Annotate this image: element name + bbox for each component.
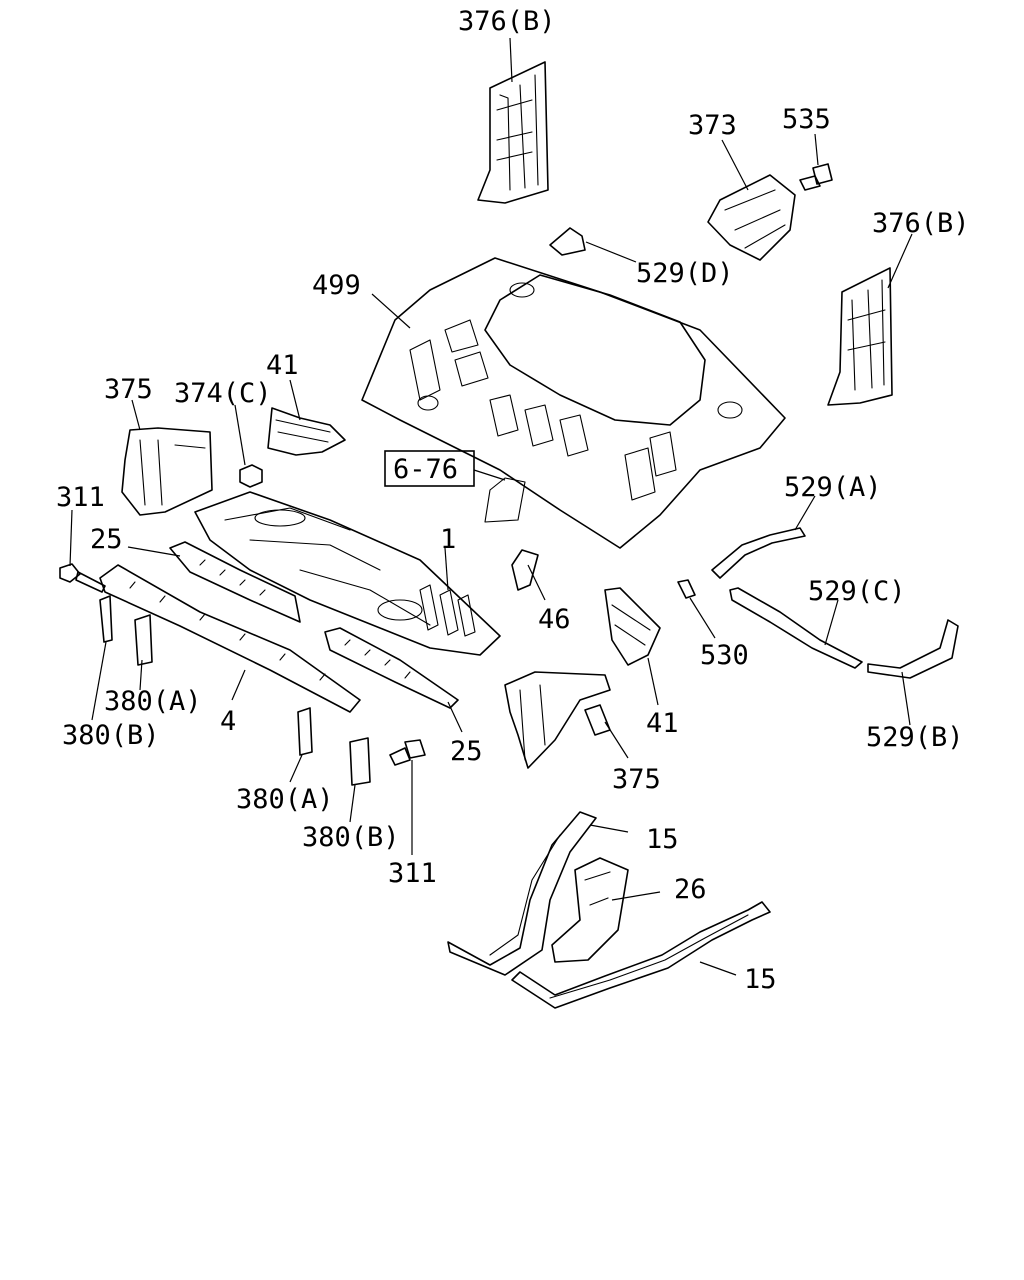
part-529d-clip xyxy=(549,227,586,256)
part-15-lower-frame-rail xyxy=(511,901,771,1009)
part-380b-mid-bracket xyxy=(349,737,371,786)
callout-15-top: 15 xyxy=(646,824,679,855)
part-529b-strip xyxy=(867,619,959,679)
callout-376b-top: 376(B) xyxy=(458,6,556,37)
callout-374c: 374(C) xyxy=(174,378,272,409)
reference-6-76 xyxy=(384,450,526,523)
callout-375-left: 375 xyxy=(104,374,153,405)
part-41-top xyxy=(267,407,346,456)
callout-4: 4 xyxy=(220,706,236,737)
part-376b-top-pillar xyxy=(477,61,549,204)
part-535-bolt xyxy=(799,163,833,191)
part-373-bracket xyxy=(707,174,796,261)
part-25-right-rail xyxy=(324,627,459,709)
part-375-left-bracket xyxy=(121,427,213,516)
part-499-rear-floor-pan xyxy=(361,257,786,549)
callout-529b: 529(B) xyxy=(866,722,964,753)
callout-529d: 529(D) xyxy=(636,258,734,289)
callout-499: 499 xyxy=(312,270,361,301)
part-15-upper-frame-rail xyxy=(447,811,597,976)
callout-380a-mid: 380(A) xyxy=(236,784,334,815)
callout-1: 1 xyxy=(440,524,456,555)
callout-373: 373 xyxy=(688,110,737,141)
part-380a-left-bracket xyxy=(134,614,153,666)
callout-15-bottom: 15 xyxy=(744,964,777,995)
callout-26: 26 xyxy=(674,874,707,905)
callout-380b-left: 380(B) xyxy=(62,720,160,751)
callout-380b-mid: 380(B) xyxy=(302,822,400,853)
part-311-mid-bolt xyxy=(389,739,426,766)
callout-311-mid: 311 xyxy=(388,858,437,889)
callout-6-76: 6-76 xyxy=(393,454,458,485)
part-529c-strip xyxy=(729,587,863,669)
callout-41-right: 41 xyxy=(646,708,679,739)
callout-529a: 529(A) xyxy=(784,472,882,503)
part-1-front-floor xyxy=(194,491,501,656)
part-380a-mid-bracket xyxy=(297,707,313,756)
callout-376b-right: 376(B) xyxy=(872,208,970,239)
callout-46: 46 xyxy=(538,604,571,635)
part-380b-left-bracket xyxy=(99,595,113,643)
part-374c-nut xyxy=(239,464,263,488)
callout-375-right: 375 xyxy=(612,764,661,795)
part-376b-right-pillar xyxy=(827,267,893,406)
callout-25-left: 25 xyxy=(90,524,123,555)
callout-535: 535 xyxy=(782,104,831,135)
part-25-left-rail xyxy=(169,541,301,623)
part-530-clip xyxy=(677,579,696,599)
part-4-crossmember xyxy=(99,564,361,713)
part-375-right-bracket xyxy=(504,671,611,769)
callout-380a-left: 380(A) xyxy=(104,686,202,717)
callout-529c: 529(C) xyxy=(808,576,906,607)
callout-530: 530 xyxy=(700,640,749,671)
callout-25-right: 25 xyxy=(450,736,483,767)
callout-41-top: 41 xyxy=(266,350,299,381)
part-46-bracket xyxy=(511,549,539,591)
part-529a-strip xyxy=(711,527,806,579)
part-311-left-bolt xyxy=(59,563,106,593)
callout-311-left: 311 xyxy=(56,482,105,513)
part-41-right xyxy=(604,587,661,666)
part-26-bracket xyxy=(551,857,629,963)
